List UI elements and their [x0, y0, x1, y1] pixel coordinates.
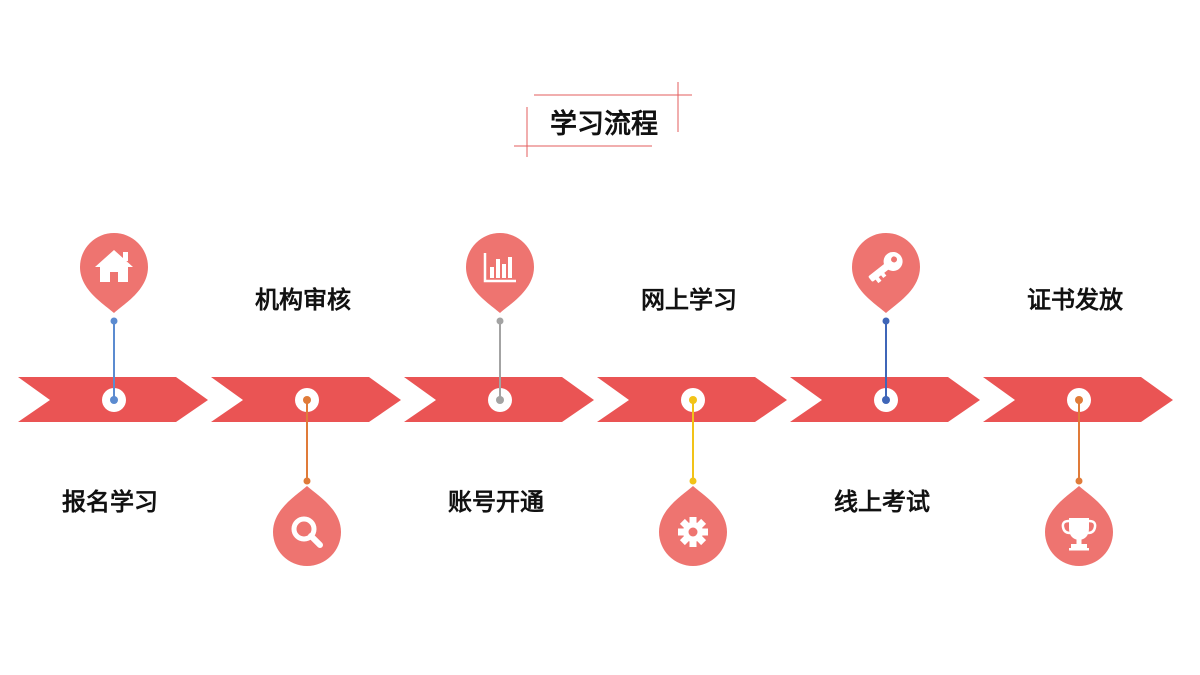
page-title: 学习流程 [550, 108, 658, 140]
process-step: 账号开通 [448, 233, 544, 516]
gear-icon [678, 517, 708, 547]
step-dot [303, 396, 311, 404]
step-dot [689, 477, 697, 485]
step-dot [496, 396, 504, 404]
step-pin [273, 486, 341, 566]
step-dot [1075, 477, 1083, 485]
step-label: 线上考试 [834, 488, 930, 516]
step-pin [852, 233, 920, 313]
process-step: 网上学习 [641, 286, 737, 566]
step-label: 网上学习 [641, 286, 737, 314]
step-dot [882, 317, 890, 325]
step-dot [882, 396, 890, 404]
step-dot [496, 317, 504, 325]
process-step: 报名学习 [62, 232, 158, 516]
process-step: 机构审核 [255, 286, 351, 566]
step-dot [110, 317, 118, 325]
step-dot [303, 477, 311, 485]
step-label: 机构审核 [255, 286, 351, 314]
process-step: 线上考试 [834, 233, 930, 516]
step-pin [80, 232, 148, 313]
step-label: 报名学习 [62, 488, 158, 516]
title-group: 学习流程 [514, 82, 692, 157]
step-dot [1075, 396, 1083, 404]
step-label: 证书发放 [1027, 286, 1124, 314]
arrow-band [18, 377, 1173, 422]
process-step: 证书发放 [1027, 286, 1124, 566]
step-label: 账号开通 [448, 488, 544, 516]
step-dot [110, 396, 118, 404]
step-dot [689, 396, 697, 404]
